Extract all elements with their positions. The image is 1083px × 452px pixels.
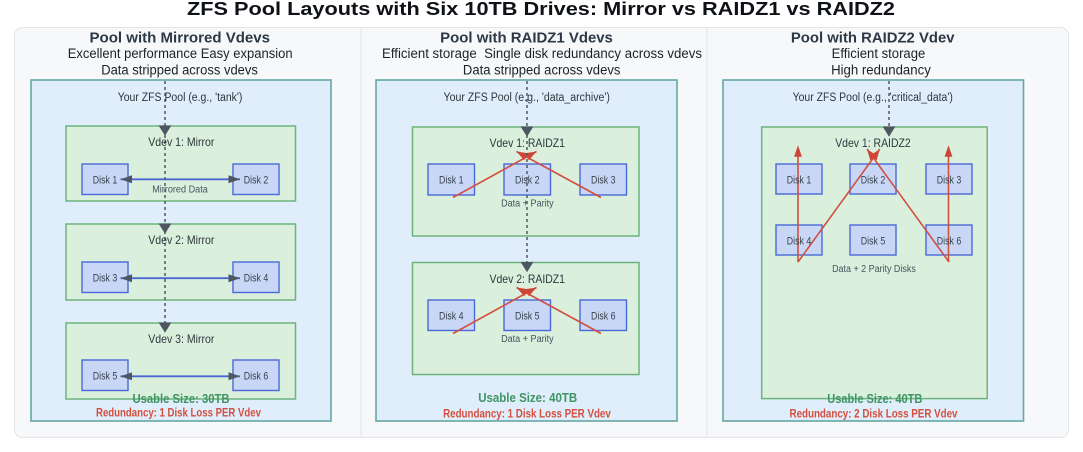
svg-text:Your ZFS Pool (e.g., 'critical: Your ZFS Pool (e.g., 'critical_data') — [793, 92, 953, 104]
svg-text:Disk 6: Disk 6 — [244, 371, 268, 383]
svg-text:Data stripped across vdevs: Data stripped across vdevs — [101, 62, 258, 77]
svg-text:Efficient storage Single disk: Efficient storage Single disk redundancy… — [382, 46, 702, 61]
svg-text:Disk 1: Disk 1 — [787, 175, 812, 187]
svg-text:Usable Size: 40TB: Usable Size: 40TB — [478, 390, 577, 405]
svg-text:Vdev 1: RAIDZ2: Vdev 1: RAIDZ2 — [835, 137, 911, 150]
svg-text:Excellent performance Easy exp: Excellent performance Easy expansion — [68, 46, 293, 61]
svg-text:Data + Parity: Data + Parity — [501, 198, 554, 209]
svg-text:Disk 5: Disk 5 — [93, 371, 118, 383]
svg-text:Usable Size: 30TB: Usable Size: 30TB — [133, 391, 230, 406]
svg-text:Disk 4: Disk 4 — [439, 311, 464, 323]
svg-text:Usable Size: 40TB: Usable Size: 40TB — [827, 391, 922, 406]
svg-text:Disk 2: Disk 2 — [244, 175, 268, 187]
svg-text:Pool with RAIDZ2 Vdev: Pool with RAIDZ2 Vdev — [791, 31, 955, 47]
svg-text:Disk 3: Disk 3 — [93, 273, 118, 285]
svg-text:Your ZFS Pool (e.g., 'data_arc: Your ZFS Pool (e.g., 'data_archive') — [444, 92, 611, 104]
svg-text:High redundancy: High redundancy — [831, 62, 931, 77]
svg-text:ZFS Pool Layouts with Six 10TB: ZFS Pool Layouts with Six 10TB Drives: M… — [187, 0, 895, 19]
svg-text:Disk 4: Disk 4 — [787, 236, 812, 248]
svg-text:Redundancy: 1 Disk Loss PER Vd: Redundancy: 1 Disk Loss PER Vdev — [443, 408, 611, 421]
svg-text:Disk 1: Disk 1 — [439, 175, 464, 187]
svg-text:Disk 3: Disk 3 — [591, 175, 616, 187]
svg-text:Disk 3: Disk 3 — [937, 175, 962, 187]
svg-text:Pool with Mirrored Vdevs: Pool with Mirrored Vdevs — [90, 31, 271, 47]
svg-text:Data + Parity: Data + Parity — [501, 334, 554, 345]
svg-text:Vdev 2: RAIDZ1: Vdev 2: RAIDZ1 — [490, 273, 566, 286]
svg-text:Disk 2: Disk 2 — [515, 175, 540, 187]
svg-text:Mirrored Data: Mirrored Data — [152, 185, 208, 196]
svg-text:Redundancy: 1 Disk Loss PER Vd: Redundancy: 1 Disk Loss PER Vdev — [96, 407, 261, 420]
svg-text:Data + 2 Parity Disks: Data + 2 Parity Disks — [832, 264, 916, 275]
svg-text:Data stripped across vdevs: Data stripped across vdevs — [463, 62, 621, 77]
svg-text:Disk 5: Disk 5 — [861, 236, 886, 248]
svg-text:Disk 5: Disk 5 — [515, 311, 540, 323]
svg-text:Vdev 1: RAIDZ1: Vdev 1: RAIDZ1 — [490, 137, 566, 150]
svg-text:Disk 2: Disk 2 — [861, 175, 886, 187]
svg-text:Disk 4: Disk 4 — [244, 273, 268, 285]
svg-text:Efficient storage: Efficient storage — [832, 46, 926, 61]
svg-text:Your ZFS Pool (e.g., 'tank'): Your ZFS Pool (e.g., 'tank') — [118, 92, 243, 104]
svg-text:Disk 6: Disk 6 — [591, 311, 616, 323]
svg-text:Vdev 2: Mirror: Vdev 2: Mirror — [148, 234, 214, 247]
svg-text:Vdev 1: Mirror: Vdev 1: Mirror — [148, 136, 214, 149]
svg-text:Disk 1: Disk 1 — [93, 175, 118, 187]
svg-text:Vdev 3: Mirror: Vdev 3: Mirror — [148, 333, 214, 346]
svg-text:Pool with RAIDZ1 Vdevs: Pool with RAIDZ1 Vdevs — [440, 31, 613, 47]
svg-text:Disk 6: Disk 6 — [937, 236, 962, 248]
svg-text:Redundancy: 2 Disk Loss PER Vd: Redundancy: 2 Disk Loss PER Vdev — [790, 408, 958, 421]
